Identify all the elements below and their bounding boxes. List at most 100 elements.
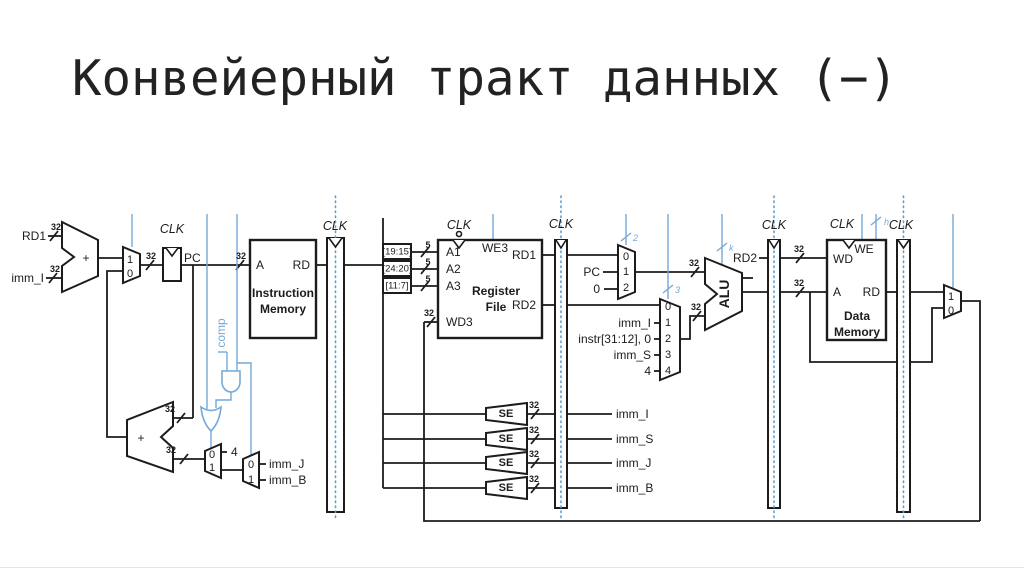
data-memory-title: Memory bbox=[834, 325, 880, 339]
imm-jb-mux bbox=[242, 450, 260, 490]
mux-port-label: 1 bbox=[623, 266, 629, 278]
mux-port-label: 2 bbox=[623, 282, 629, 294]
width-label: 32 bbox=[50, 264, 60, 274]
im-port-rd: RD bbox=[293, 258, 311, 272]
instr-field-19-15-box bbox=[382, 243, 412, 260]
bus-width-slashes bbox=[48, 230, 805, 494]
const-four-mux-input-label: 4 bbox=[644, 364, 651, 378]
sign-extend-i bbox=[485, 401, 528, 427]
width-label: 32 bbox=[529, 425, 539, 435]
mux-port-label: 0 bbox=[248, 459, 254, 471]
jalr-target-adder bbox=[61, 220, 99, 294]
width-label: 5 bbox=[425, 257, 430, 267]
mux-port-label: 1 bbox=[665, 317, 671, 329]
imm-b-out-label: imm_B bbox=[616, 481, 653, 495]
rd1-input-label: RD1 bbox=[22, 229, 46, 243]
pc-signal-label: PC bbox=[184, 251, 201, 265]
se-label: SE bbox=[499, 482, 514, 494]
instr-imm-mux-input-label: instr[31:12], 0 bbox=[578, 332, 651, 346]
se-label: SE bbox=[499, 408, 514, 420]
register-file-block bbox=[436, 238, 544, 340]
width-label: 32 bbox=[51, 222, 61, 232]
sign-extend-j bbox=[485, 450, 528, 476]
clk-label: CLK bbox=[762, 218, 787, 232]
data-memory-title: Data bbox=[844, 309, 870, 323]
clk-label: CLK bbox=[889, 218, 914, 232]
clk-label: CLK bbox=[160, 222, 185, 236]
clock-bubble-icon bbox=[455, 230, 463, 238]
mux-port-label: 0 bbox=[948, 305, 954, 317]
slide-title: Конвейерный тракт данных (−) bbox=[72, 50, 899, 107]
width-label: 32 bbox=[146, 251, 156, 261]
rf-port-wd3: WD3 bbox=[446, 315, 473, 329]
mux-port-label: 0 bbox=[127, 268, 133, 280]
mux-port-label: 0 bbox=[209, 449, 215, 461]
or-gate bbox=[200, 405, 222, 433]
mux-port-label: 1 bbox=[209, 462, 215, 474]
width-label: 32 bbox=[529, 474, 539, 484]
clock-wedges bbox=[165, 230, 910, 258]
wires-next-pc-logic bbox=[106, 270, 266, 481]
imm-s-out-label: imm_S bbox=[616, 432, 653, 446]
and-gate bbox=[221, 370, 241, 393]
mux-port-label: 1 bbox=[248, 474, 254, 486]
mux-port-label: 0 bbox=[623, 251, 629, 263]
writeback-mux bbox=[943, 283, 962, 320]
const-four-label: 4 bbox=[231, 445, 238, 459]
instr-field-label: [24:20] bbox=[382, 264, 411, 275]
pc-source-mux bbox=[122, 245, 141, 285]
pc-mux-input-label: PC bbox=[583, 265, 600, 279]
rf-port-we3: WE3 bbox=[482, 241, 508, 255]
mux-port-label: 4 bbox=[665, 365, 671, 377]
pc-increment-mux bbox=[204, 442, 222, 480]
instr-field-label: [11:7] bbox=[385, 281, 408, 292]
instr-field-label: [19:15] bbox=[382, 247, 411, 258]
clk-label: CLK bbox=[447, 218, 472, 232]
dm-port-we: WE bbox=[854, 242, 873, 256]
width-label: 32 bbox=[794, 244, 804, 254]
dm-port-wd: WD bbox=[833, 252, 853, 266]
instr-field-24-20-box bbox=[382, 260, 412, 277]
rd2-signal-label: RD2 bbox=[733, 251, 757, 265]
rf-port-a1: A1 bbox=[446, 245, 461, 259]
slide-footer-divider bbox=[0, 567, 1024, 568]
imm-b-label: imm_B bbox=[269, 473, 306, 487]
width-label: 5 bbox=[425, 274, 430, 284]
im-port-a: A bbox=[256, 258, 264, 272]
width-label: 32 bbox=[236, 251, 246, 261]
data-memory-block bbox=[825, 238, 888, 342]
select-width-label: k bbox=[729, 243, 734, 253]
clk-label: CLK bbox=[323, 219, 348, 233]
next-pc-adder bbox=[126, 400, 174, 474]
imm-i-mux-input-label: imm_I bbox=[618, 316, 651, 330]
rf-port-rd2: RD2 bbox=[512, 298, 536, 312]
clk-label: CLK bbox=[830, 217, 855, 231]
wires-memory-writeback-stage bbox=[780, 241, 981, 521]
pipeline-stage-dotted-lines bbox=[334, 195, 905, 521]
rf-port-a2: A2 bbox=[446, 262, 461, 276]
rf-port-a3: A3 bbox=[446, 279, 461, 293]
width-label: 32 bbox=[165, 404, 175, 414]
register-file-title: File bbox=[486, 300, 507, 314]
width-label: 32 bbox=[424, 308, 434, 318]
dm-port-rd: RD bbox=[863, 285, 881, 299]
sign-extend-b bbox=[485, 475, 528, 501]
imm-j-label: imm_J bbox=[269, 457, 304, 471]
alu-src-a-mux bbox=[617, 243, 636, 301]
mux-port-label: 1 bbox=[127, 254, 133, 266]
select-width-label: 3 bbox=[675, 285, 680, 295]
instr-field-11-7-box bbox=[382, 277, 412, 294]
alu-src-b-mux bbox=[659, 297, 681, 382]
alu-block bbox=[704, 256, 743, 332]
width-label: 5 bbox=[425, 240, 430, 250]
width-label: 32 bbox=[794, 278, 804, 288]
mux-port-label: 3 bbox=[665, 349, 671, 361]
control-select-lines bbox=[131, 214, 954, 455]
imm-i-input-label: imm_I bbox=[11, 271, 44, 285]
imm-j-out-label: imm_J bbox=[616, 456, 651, 470]
alu-title: ALU bbox=[716, 280, 732, 309]
register-file-title: Register bbox=[472, 284, 520, 298]
mux-port-label: 2 bbox=[665, 333, 671, 345]
rf-port-rd1: RD1 bbox=[512, 248, 536, 262]
